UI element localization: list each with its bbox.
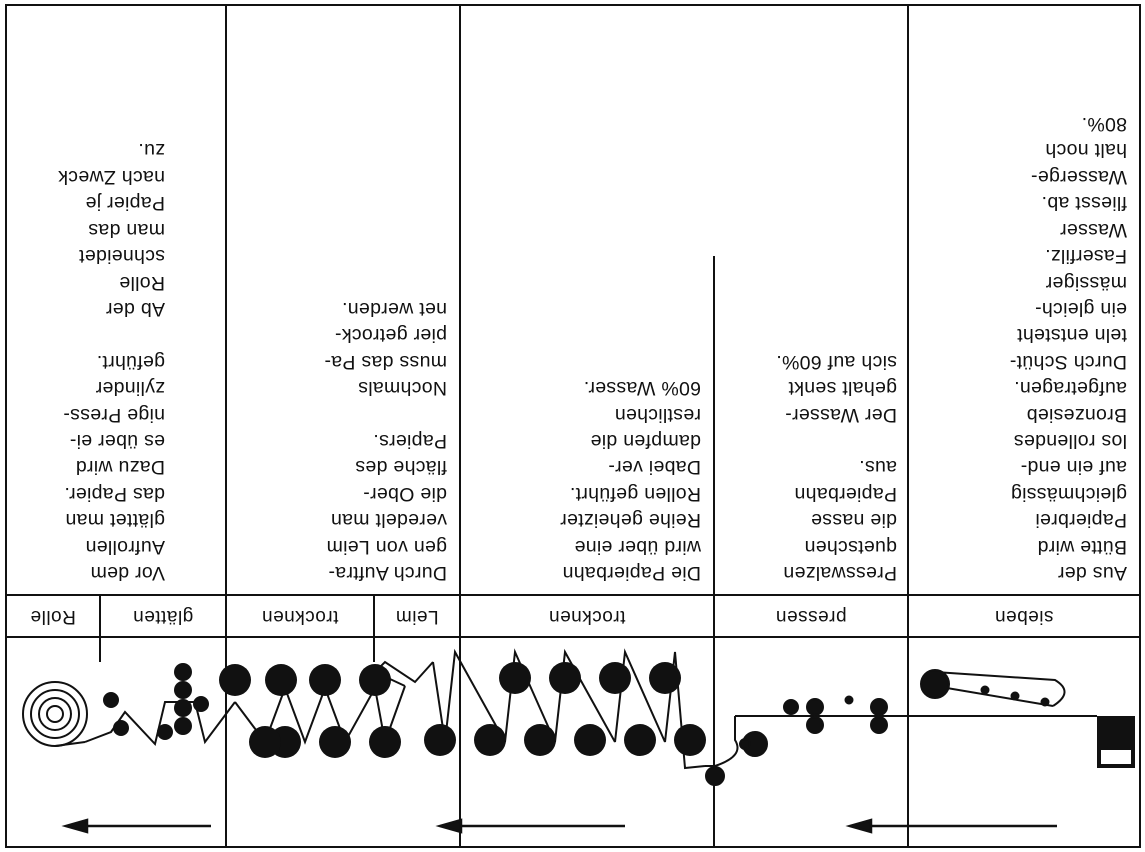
dryer-roller [319,726,351,758]
calender-roller [174,699,192,717]
dryer-roller [674,724,706,756]
press-section [705,695,888,786]
flow-arrow-2 [435,818,625,834]
dryer-roller [219,664,251,696]
calender-roller [174,717,192,735]
roller-group [103,662,706,758]
guide-roller [193,696,209,712]
calender-roller [174,663,192,681]
reel-icon [22,681,88,747]
dryer-section-1 [432,648,706,770]
guide-roller [113,720,129,736]
dryer-roller [549,662,581,694]
dryer-roller [649,662,681,694]
dryer-roller [249,726,281,758]
guide-roller [157,724,173,740]
dryer-roller [309,664,341,696]
dryer-roller [499,662,531,694]
flow-arrow-1 [845,818,1057,834]
dryer-roller [599,662,631,694]
headbox-icon [1097,716,1135,768]
flow-arrow-3 [61,818,211,834]
dryer-roller [265,664,297,696]
dryer-roller [369,726,401,758]
dryer-roller [624,724,656,756]
dryer-roller [424,724,456,756]
dryer-roller [524,724,556,756]
calender-roller [174,681,192,699]
guide-roller [103,692,119,708]
dryer-roller [474,724,506,756]
wire-section [881,669,1097,717]
dryer-roller [359,664,391,696]
dryer-roller [574,724,606,756]
